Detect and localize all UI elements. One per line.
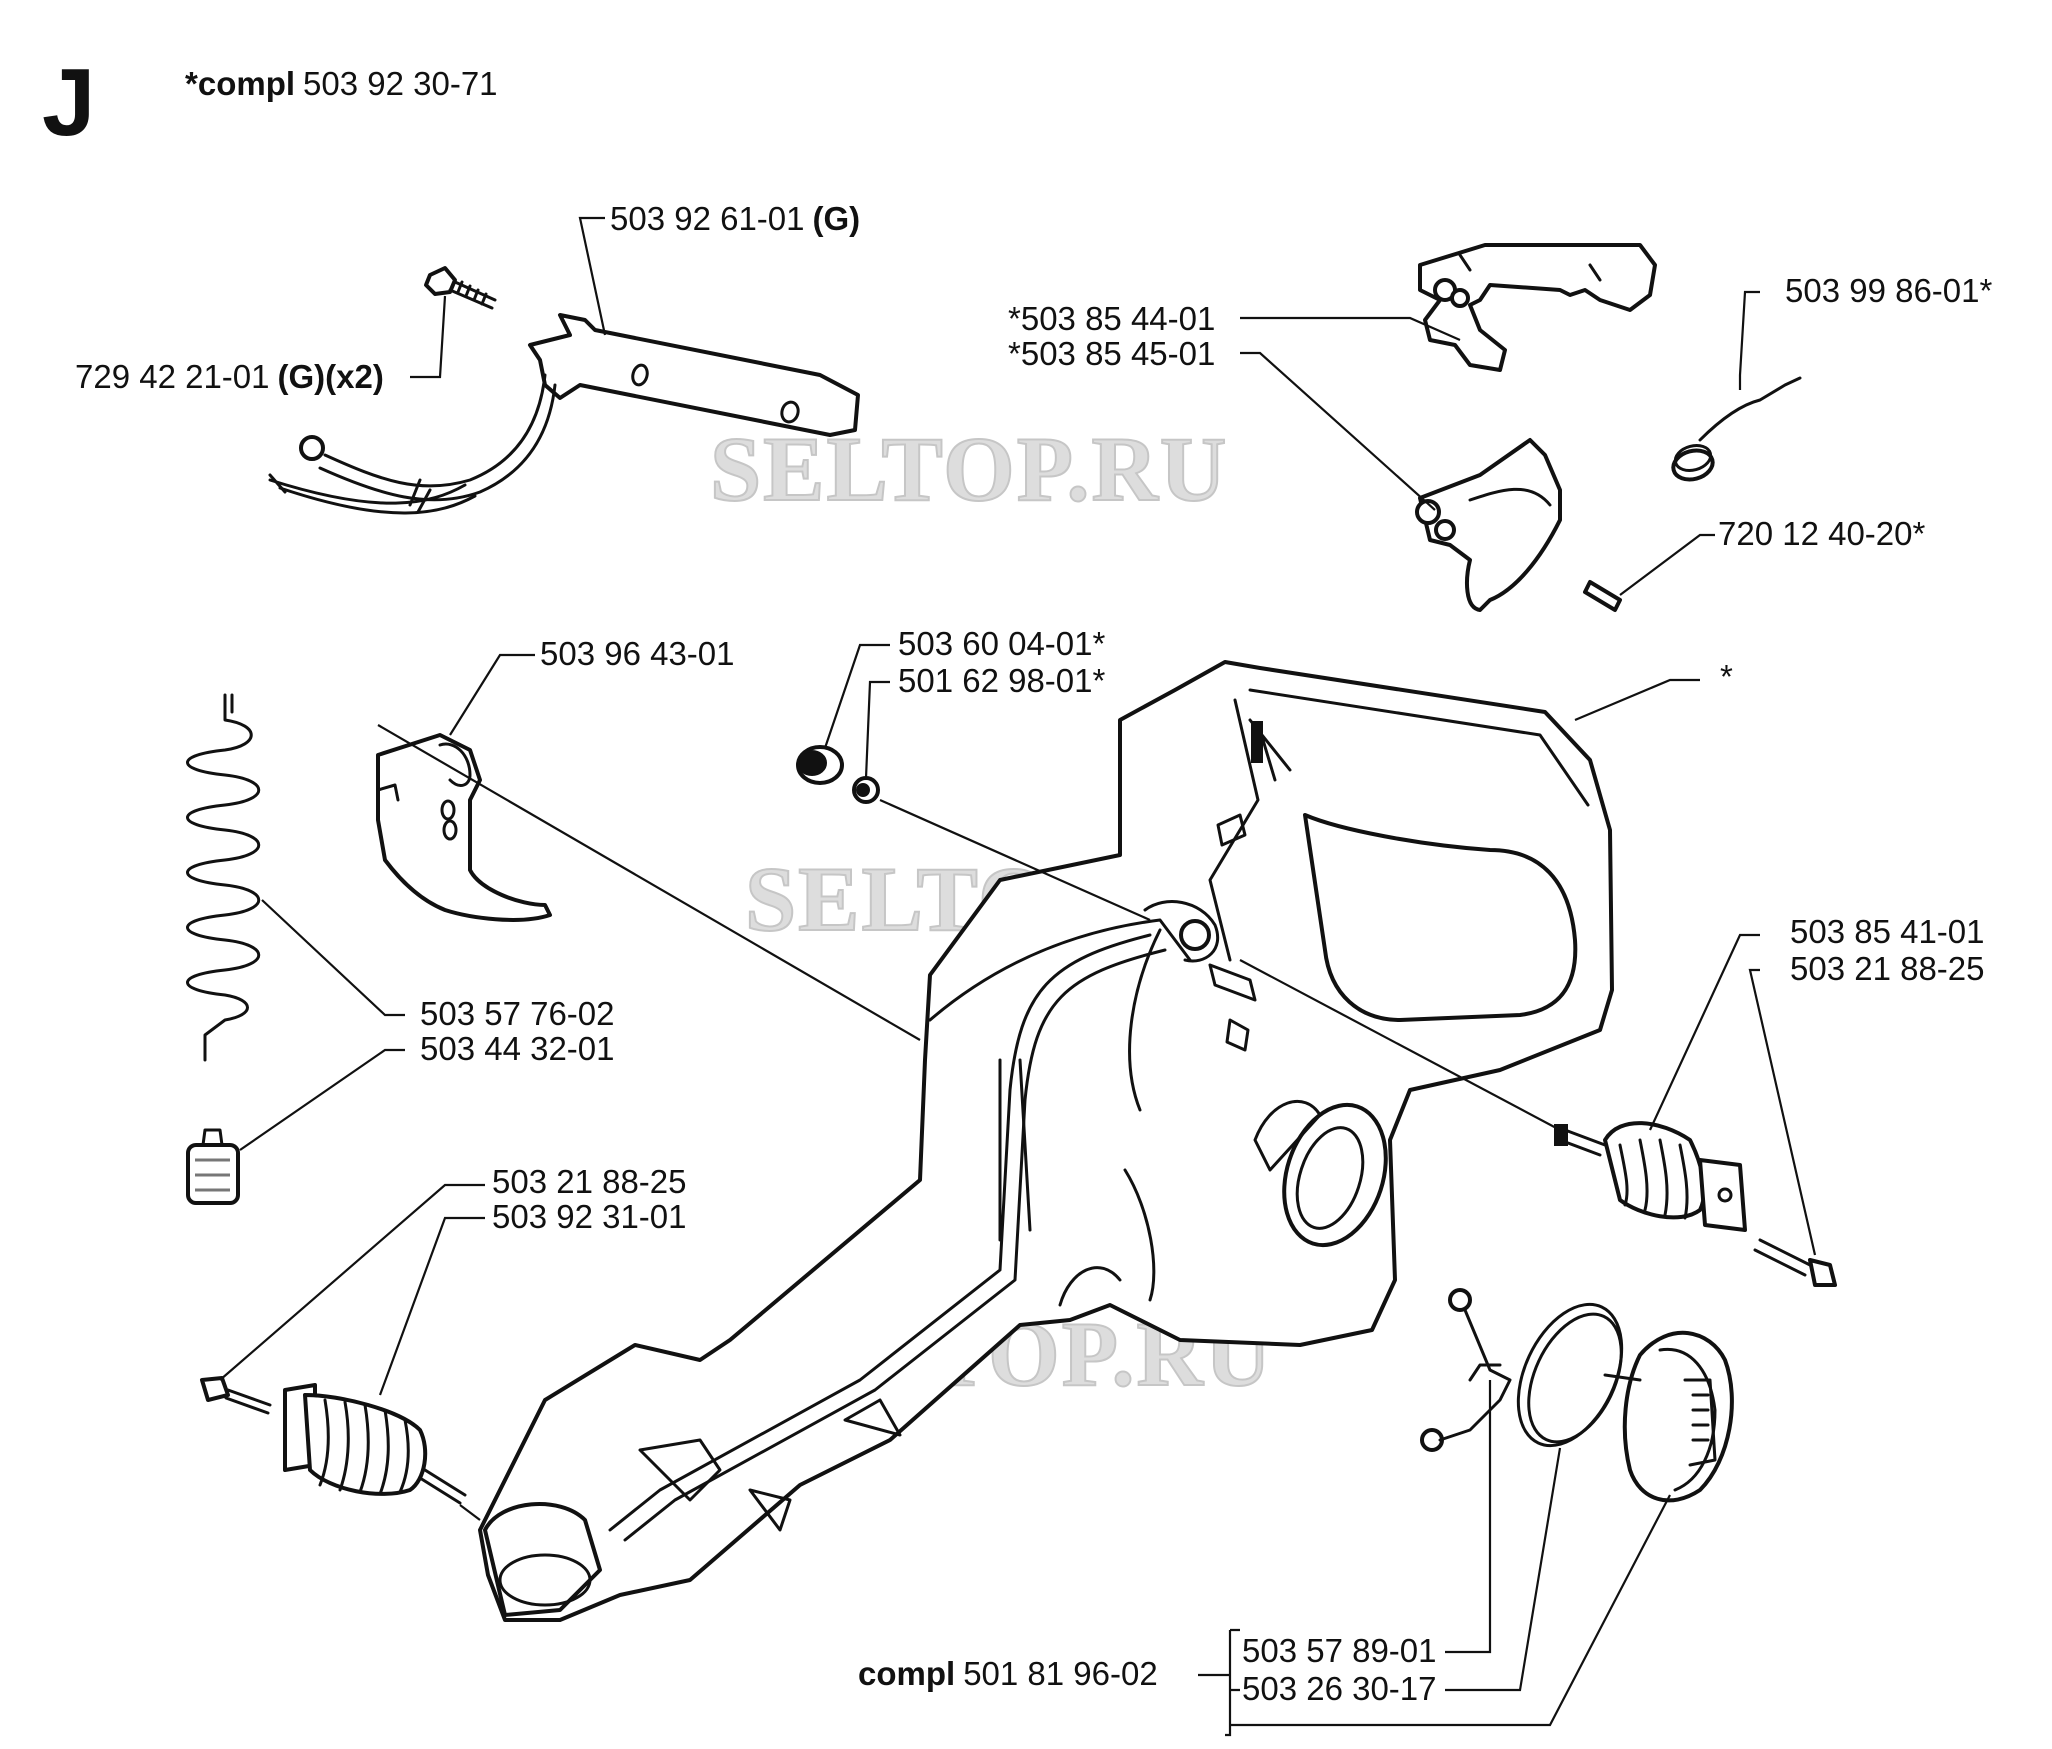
throttle-trigger bbox=[376, 733, 552, 922]
section-letter: J bbox=[42, 49, 95, 156]
rear-handle-housing bbox=[478, 660, 1614, 1622]
label-av-left-a: 503 21 88-25 bbox=[492, 1163, 687, 1200]
label-filter-a: 503 60 04-01* bbox=[898, 625, 1106, 662]
fuel-hose bbox=[186, 693, 260, 1062]
label-screw: 729 42 21-01(G)(x2) bbox=[75, 358, 384, 395]
av-element-left bbox=[200, 1376, 467, 1505]
label-hose: 503 57 76-02 bbox=[420, 995, 615, 1032]
label-bracket: 503 92 61-01(G) bbox=[610, 200, 860, 237]
label-av-right-a: 503 85 41-01 bbox=[1790, 913, 1985, 950]
watermark: SELTOP.RU bbox=[710, 418, 1228, 520]
label-cap-b: 503 26 30-17 bbox=[1242, 1670, 1437, 1707]
leader-lines bbox=[219, 216, 1817, 1737]
label-trigger-b: *503 85 45-01 bbox=[1008, 335, 1215, 372]
label-pin: 720 12 40-20* bbox=[1718, 515, 1926, 552]
fuel-filter bbox=[186, 1128, 240, 1205]
label-filter-b: 501 62 98-01* bbox=[898, 662, 1106, 699]
switch-bracket bbox=[268, 313, 860, 515]
filter-b bbox=[852, 776, 880, 804]
av-element-right bbox=[1554, 1121, 1837, 1287]
label-av-right-b: 503 21 88-25 bbox=[1790, 950, 1985, 987]
filter-a bbox=[796, 745, 844, 785]
label-handle: * bbox=[1720, 658, 1733, 695]
trigger-spring bbox=[1671, 376, 1802, 482]
label-fuel-filter: 503 44 32-01 bbox=[420, 1030, 615, 1067]
fuel-cap bbox=[1603, 1330, 1734, 1503]
cap-o-ring bbox=[1516, 1302, 1624, 1448]
label-throttle: 503 96 43-01 bbox=[540, 635, 735, 672]
label-cap-a: 503 57 89-01 bbox=[1242, 1632, 1437, 1669]
trigger-lower bbox=[1415, 438, 1562, 612]
pin bbox=[1583, 580, 1622, 612]
label-trigger-a: *503 85 44-01 bbox=[1008, 300, 1215, 337]
label-av-left-b: 503 92 31-01 bbox=[492, 1198, 687, 1235]
trigger-lockout bbox=[1418, 243, 1657, 372]
label-spring: 503 99 86-01* bbox=[1785, 272, 1993, 309]
cap-retainer bbox=[1420, 1288, 1512, 1452]
screw-top bbox=[424, 266, 497, 310]
